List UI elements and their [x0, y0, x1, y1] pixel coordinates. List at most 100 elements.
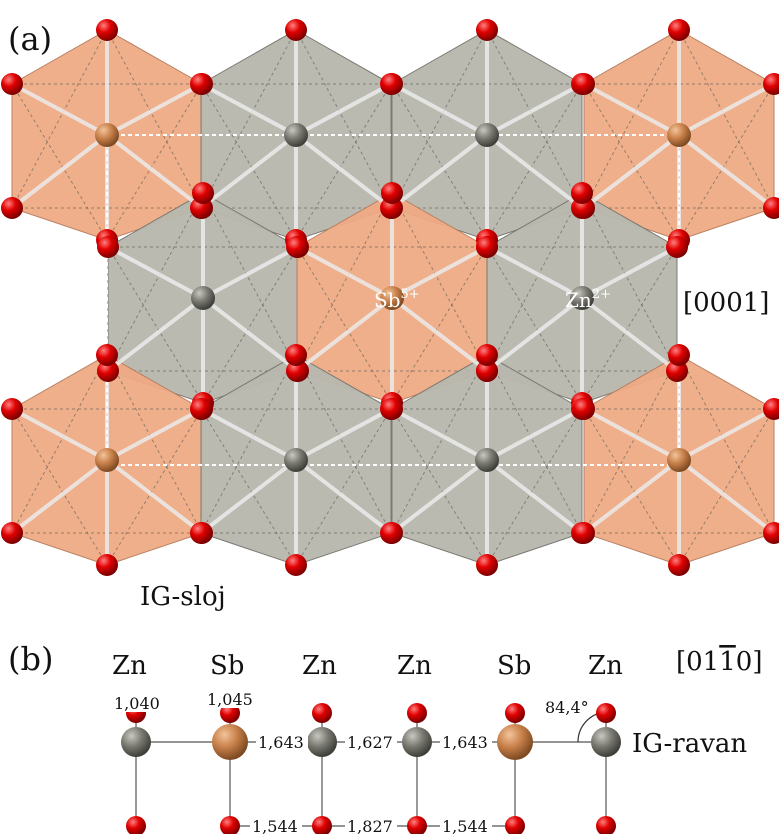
atom-layer	[1, 19, 779, 576]
oxygen-atom	[286, 360, 308, 382]
distance-label: 1,643	[442, 733, 488, 752]
octahedron-facets	[107, 192, 299, 404]
octahedron-facets	[486, 192, 678, 404]
oxygen-atom	[96, 344, 118, 366]
panel-b-label: (b)	[8, 640, 53, 678]
direction-label-0001: [0001]	[683, 288, 769, 318]
zn-atom	[284, 123, 308, 147]
oxygen-atom	[668, 344, 690, 366]
oxygen-atom	[1, 73, 23, 95]
oxygen-atom	[476, 360, 498, 382]
octahedron-facets	[11, 354, 203, 566]
oxygen-atom	[476, 19, 498, 41]
sb-atom	[667, 123, 691, 147]
zn-ion-label: Zn2+	[565, 287, 611, 312]
column-label: Zn	[397, 651, 432, 681]
oxygen-atom	[381, 522, 403, 544]
oxygen-atom	[96, 554, 118, 576]
unit-cell-outline	[106, 134, 680, 466]
oxygen-atom	[381, 398, 403, 420]
oxygen-atom	[286, 236, 308, 258]
oxygen-atom	[407, 703, 427, 723]
oxygen-atom	[571, 182, 593, 204]
oxygen-atom	[763, 73, 779, 95]
angle-label: 84,4°	[545, 698, 589, 717]
panel-b-atoms	[121, 703, 621, 834]
oxygen-atom	[1, 197, 23, 219]
sb-atom	[212, 724, 248, 760]
octahedron-facets	[296, 192, 488, 404]
oxygen-atom	[596, 703, 616, 723]
sb-atom	[497, 724, 533, 760]
oxygen-atom	[505, 703, 525, 723]
oxygen-atom	[573, 73, 595, 95]
zn-atom	[475, 448, 499, 472]
sb-atom	[95, 123, 119, 147]
oxygen-atom	[668, 19, 690, 41]
octahedron-facets	[583, 29, 775, 241]
layer-label: IG-sloj	[140, 582, 226, 612]
oxygen-atom	[668, 554, 690, 576]
column-label: Sb	[497, 651, 531, 681]
column-label: Zn	[302, 651, 337, 681]
distance-label: 1,040	[114, 694, 160, 713]
oxygen-atom	[97, 236, 119, 258]
distance-label: 1,544	[442, 817, 488, 834]
oxygen-atom	[505, 816, 525, 834]
bond-layer	[10, 28, 776, 567]
oxygen-atom	[1, 522, 23, 544]
oxygen-atom	[381, 182, 403, 204]
oxygen-atom	[312, 816, 332, 834]
zn-atom	[121, 727, 151, 757]
zn-atom	[191, 286, 215, 310]
direction-label-01-10: [0110]	[676, 647, 762, 677]
zn-atom	[307, 727, 337, 757]
oxygen-atom	[97, 360, 119, 382]
oxygen-atom	[476, 554, 498, 576]
oxygen-atom	[1, 398, 23, 420]
panel-b-bonds	[135, 711, 607, 827]
oxygen-atom	[190, 398, 212, 420]
zn-atom	[591, 727, 621, 757]
column-label: Sb	[210, 651, 244, 681]
oxygen-atom	[220, 816, 240, 834]
oxygen-atom	[126, 816, 146, 834]
octahedron-facets	[391, 354, 583, 566]
panel-a-label: (a)	[8, 20, 52, 58]
panel-b-bond-diagram: (b) Zn Sb Zn Zn Sb Zn [0110]	[8, 640, 762, 834]
oxygen-atom	[96, 19, 118, 41]
oxygen-atom	[407, 816, 427, 834]
oxygen-atom	[666, 236, 688, 258]
distance-label: 1,827	[347, 817, 393, 834]
oxygen-atom	[285, 19, 307, 41]
oxygen-atom	[381, 73, 403, 95]
oxygen-atom	[763, 398, 779, 420]
oxygen-atom	[312, 703, 332, 723]
sb-ion-label: Sb5+	[374, 287, 420, 312]
distance-label: 1,544	[252, 817, 298, 834]
zn-atom	[284, 448, 308, 472]
oxygen-atom	[190, 522, 212, 544]
distance-labels: 1,040 1,045 1,643 1,627 1,643 1,544 1,82…	[112, 690, 589, 834]
octahedron-facets	[391, 29, 583, 241]
zn-atom	[475, 123, 499, 147]
zn-atom	[402, 727, 432, 757]
oxygen-atom	[596, 816, 616, 834]
sb-atom	[667, 448, 691, 472]
oxygen-atom	[573, 522, 595, 544]
oxygen-atom	[192, 182, 214, 204]
oxygen-atom	[476, 236, 498, 258]
sb-atom	[95, 448, 119, 472]
oxygen-atom	[763, 197, 779, 219]
panel-a-structure: (a) Sb5+ Zn2+ [0001] IG-sloj	[1, 19, 779, 612]
octahedron-facets	[11, 29, 203, 241]
oxygen-atom	[476, 344, 498, 366]
sb-atom	[380, 286, 404, 310]
distance-label: 1,643	[258, 733, 304, 752]
oxygen-atom	[763, 522, 779, 544]
octahedron-facets	[583, 354, 775, 566]
oxygen-atom	[285, 344, 307, 366]
oxygen-atom	[666, 360, 688, 382]
octahedron-facets	[200, 354, 392, 566]
